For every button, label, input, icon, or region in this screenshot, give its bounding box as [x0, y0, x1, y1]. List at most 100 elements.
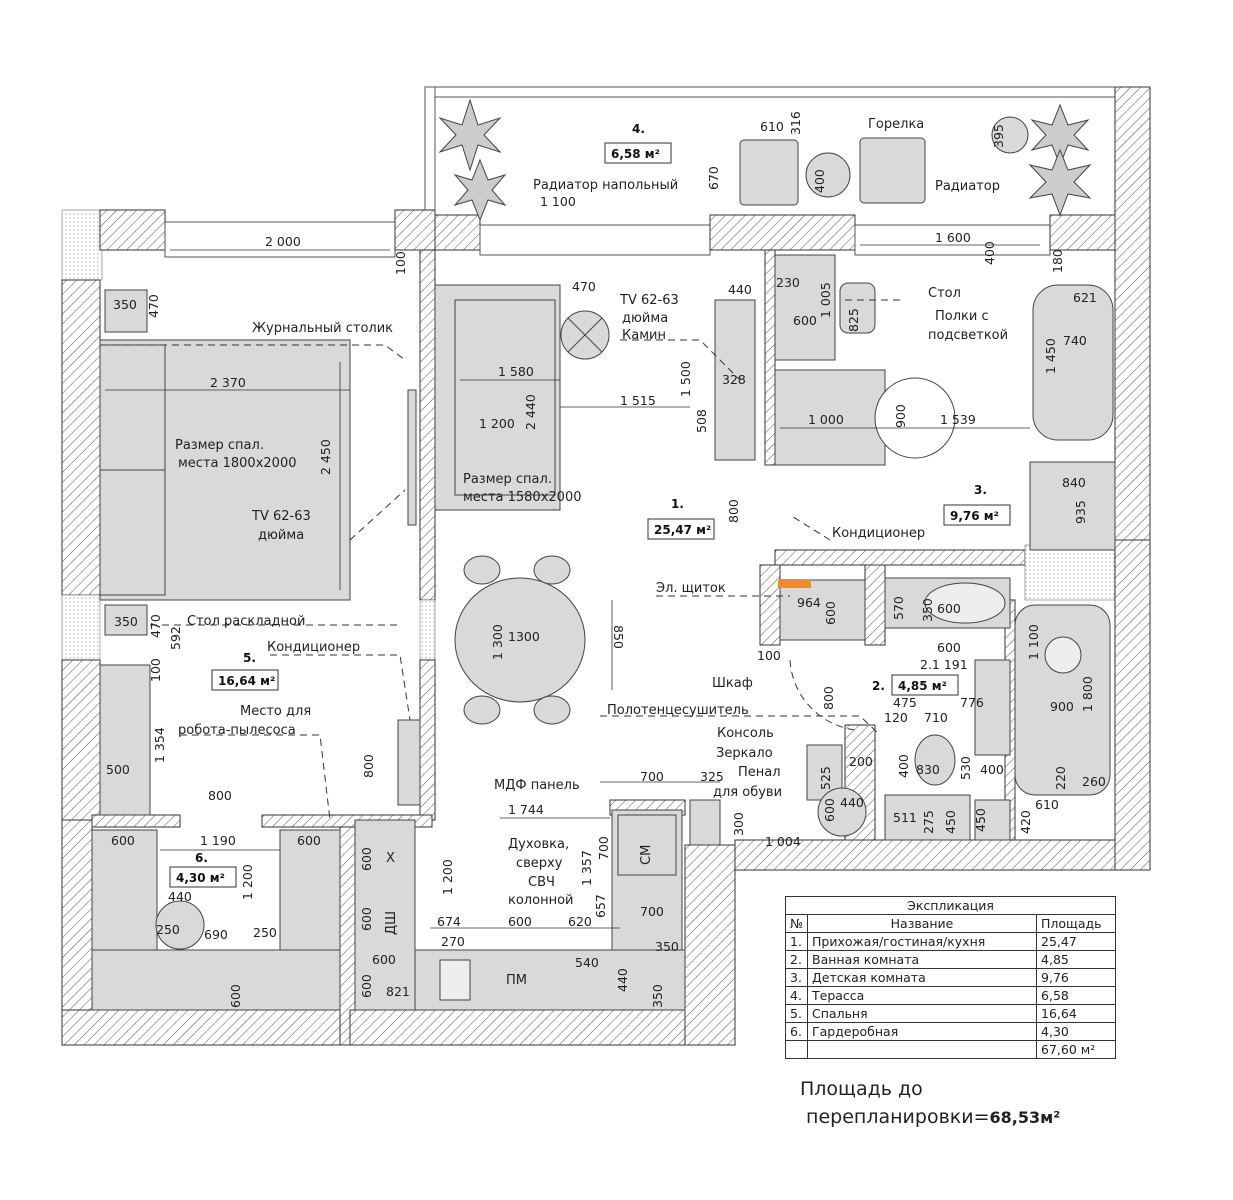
dimension-value: 740 — [1063, 333, 1087, 348]
annotation-label: колонной — [508, 893, 573, 908]
dimension-value: 250 — [253, 925, 277, 940]
dimension-value: 800 — [361, 754, 376, 778]
annotation-label: СМ — [639, 845, 654, 865]
header-area: Площадь — [1036, 914, 1117, 933]
dimension-value: 1 580 — [498, 364, 534, 379]
dimension-value: 440 — [168, 889, 192, 904]
row-number: 1. — [784, 932, 809, 951]
dimension-value: 600 — [372, 952, 396, 967]
dimension-value: 1 190 — [200, 833, 236, 848]
dimension-value: 470 — [148, 614, 163, 638]
electrical-panel — [778, 580, 811, 588]
dimension-value: 260 — [1082, 774, 1106, 789]
dimension-value: 610 — [1035, 797, 1059, 812]
annotation-label: Радиатор — [935, 179, 1000, 194]
dimension-value: 350 — [655, 939, 679, 954]
dimension-value: 1 200 — [440, 859, 455, 895]
room-area: 25,47 м² — [654, 523, 711, 537]
dimension-value: 776 — [960, 695, 984, 710]
dimension-value: 900 — [1050, 699, 1074, 714]
annotation-label: ПМ — [506, 973, 527, 988]
annotation-label: Пенал — [738, 765, 781, 780]
dimension-value: 800 — [821, 686, 836, 710]
dimension-value: 600 — [822, 798, 837, 822]
dimension-value: 395 — [991, 124, 1006, 148]
dimension-value: 600 — [937, 601, 961, 616]
dimension-value: 600 — [823, 601, 838, 625]
table-title: Экспликация — [784, 896, 1117, 915]
room-area: 9,76 м² — [950, 509, 999, 523]
room-number: 1. — [671, 497, 684, 511]
dimension-value: 700 — [640, 769, 664, 784]
row-number: 2. — [784, 950, 809, 969]
dimension-value: 690 — [204, 927, 228, 942]
room-area: 4,85 — [1036, 950, 1117, 969]
dimension-value: 900 — [893, 404, 908, 428]
dimension-value: 316 — [788, 111, 803, 135]
dimension-value: 570 — [891, 596, 906, 620]
annotation-leaders — [100, 299, 900, 821]
dimension-value: 540 — [575, 955, 599, 970]
annotation-label: Полки с — [935, 309, 989, 324]
dimension-value: 220 — [1053, 766, 1068, 790]
dimension-value: 400 — [812, 169, 827, 193]
dimension-value: 1 800 — [1080, 676, 1095, 712]
dimension-value: 400 — [896, 754, 911, 778]
dimension-value: 328 — [722, 372, 746, 387]
annotation-label: Стол раскладной — [187, 614, 305, 629]
room-name: Спальня — [807, 1004, 1038, 1023]
before-line2: перепланировки= — [806, 1106, 990, 1128]
dimension-value: 800 — [726, 499, 741, 523]
before-line1: Площадь до — [800, 1078, 923, 1100]
dimension-value: 2 000 — [265, 234, 301, 249]
dimension-value: 270 — [441, 934, 465, 949]
dimension-value: 100 — [148, 658, 163, 682]
dimension-value: 800 — [208, 788, 232, 803]
room-name: Детская комната — [807, 968, 1038, 987]
dimension-value: 1 600 — [935, 230, 971, 245]
dimension-value: 180 — [1050, 249, 1065, 273]
dimension-value: 600 — [359, 907, 374, 931]
room-number: 5. — [243, 651, 256, 665]
room-area: 6,58 м² — [611, 147, 660, 161]
dimension-value: 1 539 — [940, 412, 976, 427]
annotation-label: Кондиционер — [832, 526, 925, 541]
annotation-label: робота-пылесоса — [178, 723, 296, 738]
dimension-value: 670 — [706, 166, 721, 190]
total-area: 67,60 м² — [1036, 1040, 1117, 1059]
room-area-box — [891, 674, 959, 696]
annotation-label: Х — [386, 851, 395, 866]
dimension-value: 850 — [611, 625, 626, 649]
dimension-value: 2 370 — [210, 375, 246, 390]
dimension-value: 1 354 — [152, 727, 167, 763]
dimension-value: 2.1 191 — [920, 657, 968, 672]
dimension-value: 300 — [731, 812, 746, 836]
row-number: 6. — [784, 1022, 809, 1041]
annotation-label: дюйма — [622, 311, 668, 326]
dimension-value: 964 — [797, 595, 821, 610]
annotation-label: ДШ — [384, 911, 399, 935]
dimension-value: 600 — [111, 833, 135, 848]
dimension-value: 1 450 — [1043, 338, 1058, 374]
dimension-value: 400 — [980, 762, 1004, 777]
dimension-value: 1 200 — [240, 864, 255, 900]
dimension-value: 1 357 — [579, 850, 594, 886]
dimension-value: 470 — [572, 279, 596, 294]
room-area: 4,85 м² — [898, 679, 947, 693]
dimension-value: 1 300 — [490, 624, 505, 660]
annotation-label: Размер спал. — [463, 472, 552, 487]
area-before-replanning: Площадь до перепланировки=68,53м² — [800, 1075, 1060, 1132]
dimension-value: 600 — [297, 833, 321, 848]
dimension-value: 200 — [849, 754, 873, 769]
dimension-value: 470 — [146, 294, 161, 318]
annotation-label: Размер спал. — [175, 438, 264, 453]
annotation-label: сверху — [516, 856, 563, 871]
dimension-value: 600 — [359, 847, 374, 871]
dimension-value: 1 004 — [765, 834, 801, 849]
dimension-value: 100 — [757, 648, 781, 663]
dimension-value: 610 — [760, 119, 784, 134]
room-area-box — [604, 142, 672, 164]
empty-cell — [784, 1040, 809, 1059]
